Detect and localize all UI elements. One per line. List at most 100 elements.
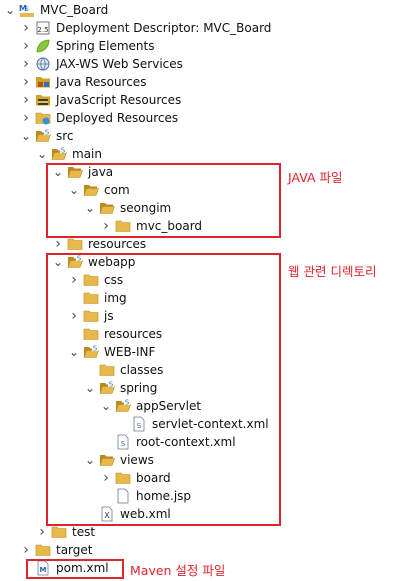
spring-leaf-icon <box>35 38 51 54</box>
folder-icon <box>99 362 115 378</box>
tree-item-label: views <box>120 453 154 467</box>
tree-item-jax-ws-web-services[interactable]: › JAX-WS Web Services <box>20 55 183 73</box>
tree-item-resources[interactable]: resources <box>68 325 162 343</box>
tree-item-js[interactable]: › js <box>68 307 114 325</box>
svg-text:S: S <box>121 440 126 448</box>
expanded-chevron-icon[interactable]: ⌄ <box>20 129 32 143</box>
folder-open-icon <box>67 164 83 180</box>
tree-item-img[interactable]: img <box>68 289 127 307</box>
collapsed-chevron-icon[interactable]: › <box>23 542 29 558</box>
svg-text:S: S <box>25 6 29 13</box>
svg-text:S: S <box>45 129 50 137</box>
tree-item-mvc-board[interactable]: ›mvc_board <box>100 217 202 235</box>
tree-item-label: web.xml <box>120 507 171 521</box>
tree-item-deployment-descriptor-mvc-board[interactable]: › 2.5 Deployment Descriptor: MVC_Board <box>20 19 271 37</box>
tree-item-seongim[interactable]: ⌄seongim <box>84 199 171 217</box>
expanded-chevron-icon[interactable]: ⌄ <box>4 3 16 17</box>
folder-icon <box>83 326 99 342</box>
collapsed-chevron-icon[interactable]: › <box>23 74 29 90</box>
svg-text:S: S <box>61 147 66 155</box>
tree-item-classes[interactable]: classes <box>84 361 163 379</box>
tree-item-target[interactable]: ›target <box>20 541 92 559</box>
tree-item-label: css <box>104 273 124 287</box>
collapsed-chevron-icon[interactable]: › <box>39 524 45 540</box>
collapsed-chevron-icon[interactable]: › <box>23 56 29 72</box>
tree-item-java-resources[interactable]: ›Java Resources <box>20 73 146 91</box>
collapsed-chevron-icon[interactable]: › <box>103 218 109 234</box>
folder-icon <box>35 542 51 558</box>
collapsed-chevron-icon[interactable]: › <box>23 38 29 54</box>
tree-item-label: appServlet <box>136 399 202 413</box>
svg-text:S: S <box>109 381 114 389</box>
svg-text:S: S <box>93 345 98 353</box>
expanded-chevron-icon[interactable]: ⌄ <box>52 165 64 179</box>
collapsed-chevron-icon[interactable]: › <box>23 92 29 108</box>
web-annotation: 웹 관련 디렉토리 <box>288 264 377 279</box>
tree-item-home-jsp[interactable]: home.jsp <box>100 487 191 505</box>
deployment-descriptor-icon: 2.5 <box>35 20 51 36</box>
tree-item-label: main <box>72 147 102 161</box>
tree-item-spring-elements[interactable]: › Spring Elements <box>20 37 154 55</box>
expanded-chevron-icon[interactable]: ⌄ <box>52 255 64 269</box>
tree-item-label: classes <box>120 363 164 377</box>
deployed-resources-icon <box>35 110 51 126</box>
tree-item-label: resources <box>104 327 163 341</box>
xml-file-icon: X <box>99 506 115 522</box>
expanded-chevron-icon[interactable]: ⌄ <box>68 345 80 359</box>
expanded-chevron-icon[interactable]: ⌄ <box>68 183 80 197</box>
folder-icon <box>67 236 83 252</box>
tree-item-board[interactable]: › board <box>100 469 171 487</box>
expanded-chevron-icon[interactable]: ⌄ <box>84 201 96 215</box>
svg-text:S: S <box>137 422 142 430</box>
tree-item-com[interactable]: ⌄com <box>68 181 130 199</box>
maven-pom-file-icon: M <box>35 560 51 576</box>
twisty-spacer <box>68 325 80 343</box>
tree-item-test[interactable]: ›test <box>36 523 95 541</box>
svg-text:M: M <box>19 4 27 13</box>
svg-text:S: S <box>77 255 82 263</box>
tree-item-label: JAX-WS Web Services <box>56 57 183 71</box>
svg-text:2.5: 2.5 <box>37 26 48 34</box>
spring-xml-file-icon: S <box>115 434 131 450</box>
tree-item-label: Deployment Descriptor: MVC_Board <box>56 21 272 35</box>
tree-item-label: Spring Elements <box>56 39 155 53</box>
svg-text:S: S <box>125 399 130 407</box>
twisty-spacer <box>116 415 128 433</box>
tree-item-deployed-resources[interactable]: ›Deployed Resources <box>20 109 178 127</box>
tree-item-label: servlet-context.xml <box>152 417 269 431</box>
collapsed-chevron-icon[interactable]: › <box>23 110 29 126</box>
expanded-chevron-icon[interactable]: ⌄ <box>100 399 112 413</box>
tree-item-javascript-resources[interactable]: ›JavaScript Resources <box>20 91 181 109</box>
tree-item-views[interactable]: ⌄ views <box>84 451 154 469</box>
collapsed-chevron-icon[interactable]: › <box>71 272 77 288</box>
tree-item-css[interactable]: › css <box>68 271 123 289</box>
tree-item-label: board <box>136 471 171 485</box>
tree-item-label: webapp <box>88 255 136 269</box>
folder-icon <box>83 272 99 288</box>
tree-item-label: spring <box>120 381 158 395</box>
tree-item-label: root-context.xml <box>136 435 236 449</box>
collapsed-chevron-icon[interactable]: › <box>23 20 29 36</box>
expanded-chevron-icon[interactable]: ⌄ <box>36 147 48 161</box>
collapsed-chevron-icon[interactable]: › <box>103 470 109 486</box>
tree-item-label: js <box>104 309 114 323</box>
collapsed-chevron-icon[interactable]: › <box>71 308 77 324</box>
tree-item-resources[interactable]: ›resources <box>52 235 146 253</box>
expanded-chevron-icon[interactable]: ⌄ <box>84 453 96 467</box>
collapsed-chevron-icon[interactable]: › <box>55 236 61 252</box>
twisty-spacer <box>100 433 112 451</box>
tree-item-java[interactable]: ⌄java <box>52 163 113 181</box>
expanded-chevron-icon[interactable]: ⌄ <box>84 381 96 395</box>
twisty-spacer <box>84 361 96 379</box>
